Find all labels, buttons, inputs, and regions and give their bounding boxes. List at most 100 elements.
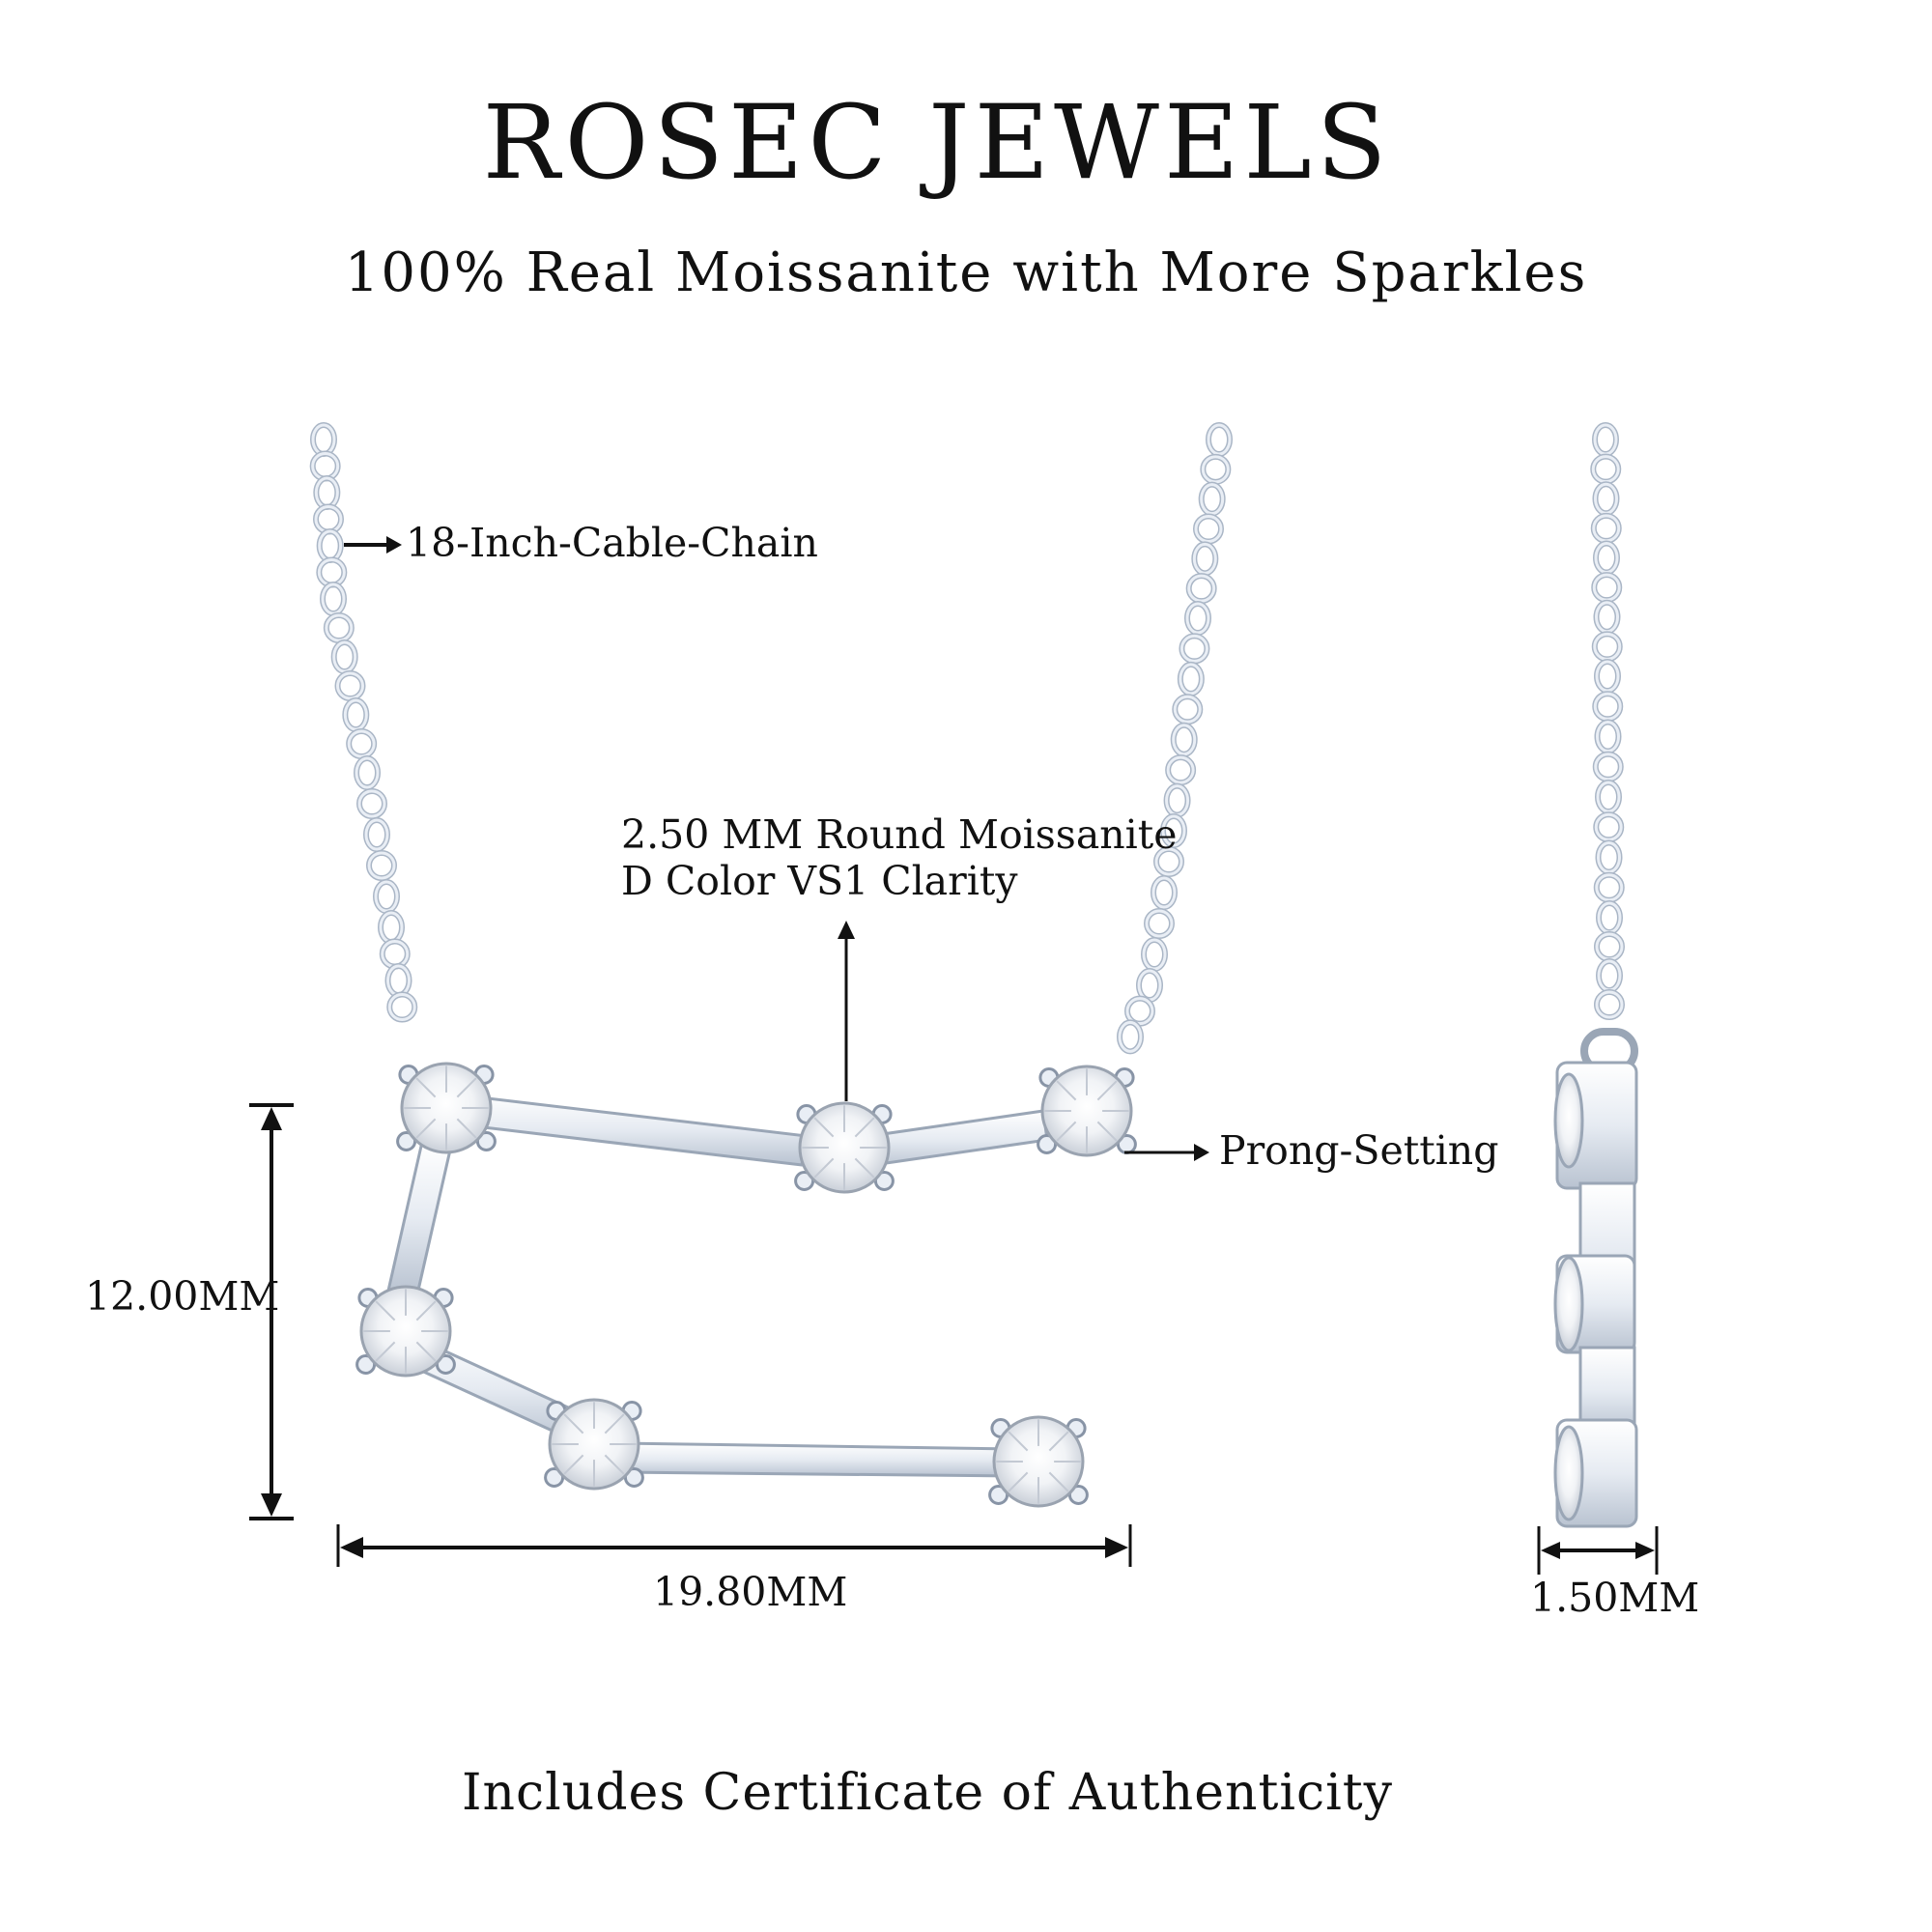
- chain-link-highlight: [379, 911, 404, 944]
- stone-facet: [415, 1300, 437, 1321]
- chain-link-highlight: [1594, 542, 1619, 574]
- stone-facet: [375, 1300, 396, 1321]
- chain-link-highlight: [336, 671, 364, 700]
- side-stone: [1553, 1425, 1584, 1521]
- stone-facet: [813, 1157, 835, 1179]
- chain-link-highlight: [355, 756, 380, 789]
- stone-facet: [415, 1118, 437, 1139]
- chain-link-highlight: [364, 818, 389, 851]
- stone-facet: [854, 1117, 875, 1138]
- pendant-bar: [616, 1441, 1016, 1478]
- stone-facet: [456, 1118, 477, 1139]
- chain-link-highlight: [1593, 632, 1622, 661]
- stone-facet: [456, 1077, 477, 1098]
- round-moissanite-stone: [988, 1415, 1089, 1508]
- chain-link-highlight: [1594, 482, 1618, 515]
- stone-facet: [854, 1157, 875, 1179]
- chain-link-highlight: [1137, 969, 1162, 1002]
- stone-facet: [604, 1454, 625, 1475]
- chain-link-highlight: [1179, 663, 1204, 696]
- chain-link-highlight: [1154, 847, 1183, 876]
- brand-title: ROSEC JEWELS: [482, 83, 1392, 202]
- annotation-lines: [249, 536, 1659, 1575]
- chain-link-highlight: [1595, 932, 1624, 961]
- chain-link-highlight: [1201, 455, 1230, 484]
- chain-link-highlight: [1207, 423, 1232, 456]
- chain-link-highlight: [1173, 695, 1202, 724]
- round-moissanite-stone: [794, 1101, 895, 1194]
- chain-link-highlight: [1592, 514, 1621, 543]
- chain-link-highlight: [1597, 959, 1622, 992]
- chain-link-highlight: [1595, 660, 1620, 693]
- round-moissanite-stone: [1037, 1065, 1137, 1157]
- chain-label: 18-Inch-Cable-Chain: [406, 520, 818, 566]
- chain-link-highlight: [1200, 483, 1225, 516]
- chain-link-highlight: [343, 698, 368, 731]
- stone-facet: [375, 1341, 396, 1362]
- thickness-dim-arrowhead: [1541, 1542, 1560, 1559]
- chain-link-highlight: [387, 993, 416, 1021]
- chain-link-highlight: [1597, 841, 1621, 873]
- side-stone: [1553, 1256, 1584, 1352]
- height-dimension: 12.00MM: [85, 1273, 280, 1320]
- chain-link-highlight: [374, 880, 399, 913]
- chain-link-highlight: [1593, 423, 1618, 456]
- chain-link-highlight: [1142, 938, 1167, 971]
- chain-link-highlight: [1597, 901, 1622, 934]
- chain-link-highlight: [1185, 602, 1210, 635]
- pendant-bar: [386, 1140, 453, 1296]
- chain-link-highlight: [1125, 997, 1154, 1026]
- chain-link-highlight: [317, 558, 346, 586]
- chain-link-highlight: [1179, 634, 1208, 663]
- chain-link-highlight: [1591, 455, 1620, 484]
- chain-link-highlight: [381, 940, 410, 968]
- chain-link-highlight: [311, 423, 336, 456]
- chain-link-highlight: [1596, 781, 1621, 813]
- width-dim-arrowhead: [340, 1537, 363, 1558]
- chain-link-highlight: [1596, 721, 1620, 753]
- height-dim-arrowhead: [261, 1493, 282, 1517]
- stone-facet: [1008, 1431, 1029, 1452]
- stone-facet: [604, 1413, 625, 1435]
- stone-facet: [1056, 1121, 1077, 1142]
- pendant-bar: [440, 1092, 809, 1167]
- chain-link-highlight: [314, 476, 339, 509]
- stone-facet: [415, 1341, 437, 1362]
- setting-label: Prong-Setting: [1219, 1127, 1499, 1174]
- setting-arrowhead: [1194, 1144, 1209, 1161]
- round-moissanite-stone: [544, 1398, 644, 1491]
- chain-link-highlight: [367, 851, 396, 880]
- tagline: 100% Real Moissanite with More Sparkles: [344, 242, 1588, 304]
- chain-link-highlight: [1192, 542, 1217, 575]
- stone-facet: [415, 1077, 437, 1098]
- chain-link-highlight: [318, 529, 343, 562]
- stone-facet: [1096, 1121, 1118, 1142]
- height-dim-arrowhead: [261, 1107, 282, 1130]
- chain-link-highlight: [1172, 724, 1197, 756]
- certificate-note: Includes Certificate of Authenticity: [461, 1764, 1394, 1822]
- cable-chain-right: [1117, 422, 1233, 1055]
- stone-facet: [1096, 1080, 1118, 1101]
- chain-link-highlight: [1166, 755, 1195, 784]
- stone-facet: [1048, 1431, 1069, 1452]
- round-moissanite-stone: [355, 1285, 456, 1378]
- stone-facet: [1008, 1471, 1029, 1492]
- width-dim-arrowhead: [1105, 1537, 1128, 1558]
- round-moissanite-stone: [396, 1062, 497, 1154]
- chain-link-highlight: [1161, 814, 1186, 847]
- chain-link-highlight: [357, 789, 386, 818]
- stone-spec-line1: 2.50 MM Round Moissanite: [621, 811, 1178, 858]
- chain-link-highlight: [1593, 692, 1622, 721]
- stone-spec-line2: D Color VS1 Clarity: [621, 858, 1018, 904]
- chain-link-highlight: [321, 582, 346, 615]
- moissanite-stones: [355, 1062, 1137, 1508]
- chain-link-highlight: [1595, 601, 1619, 634]
- chain-link-highlight: [325, 613, 354, 642]
- thickness-dim-arrowhead: [1635, 1542, 1655, 1559]
- chain-link-highlight: [1595, 990, 1624, 1019]
- chain-link-highlight: [386, 964, 411, 997]
- chain-link-highlight: [1194, 515, 1223, 543]
- chain-link-highlight: [332, 640, 357, 673]
- stone-facet: [563, 1413, 584, 1435]
- chain-link-highlight: [347, 729, 376, 758]
